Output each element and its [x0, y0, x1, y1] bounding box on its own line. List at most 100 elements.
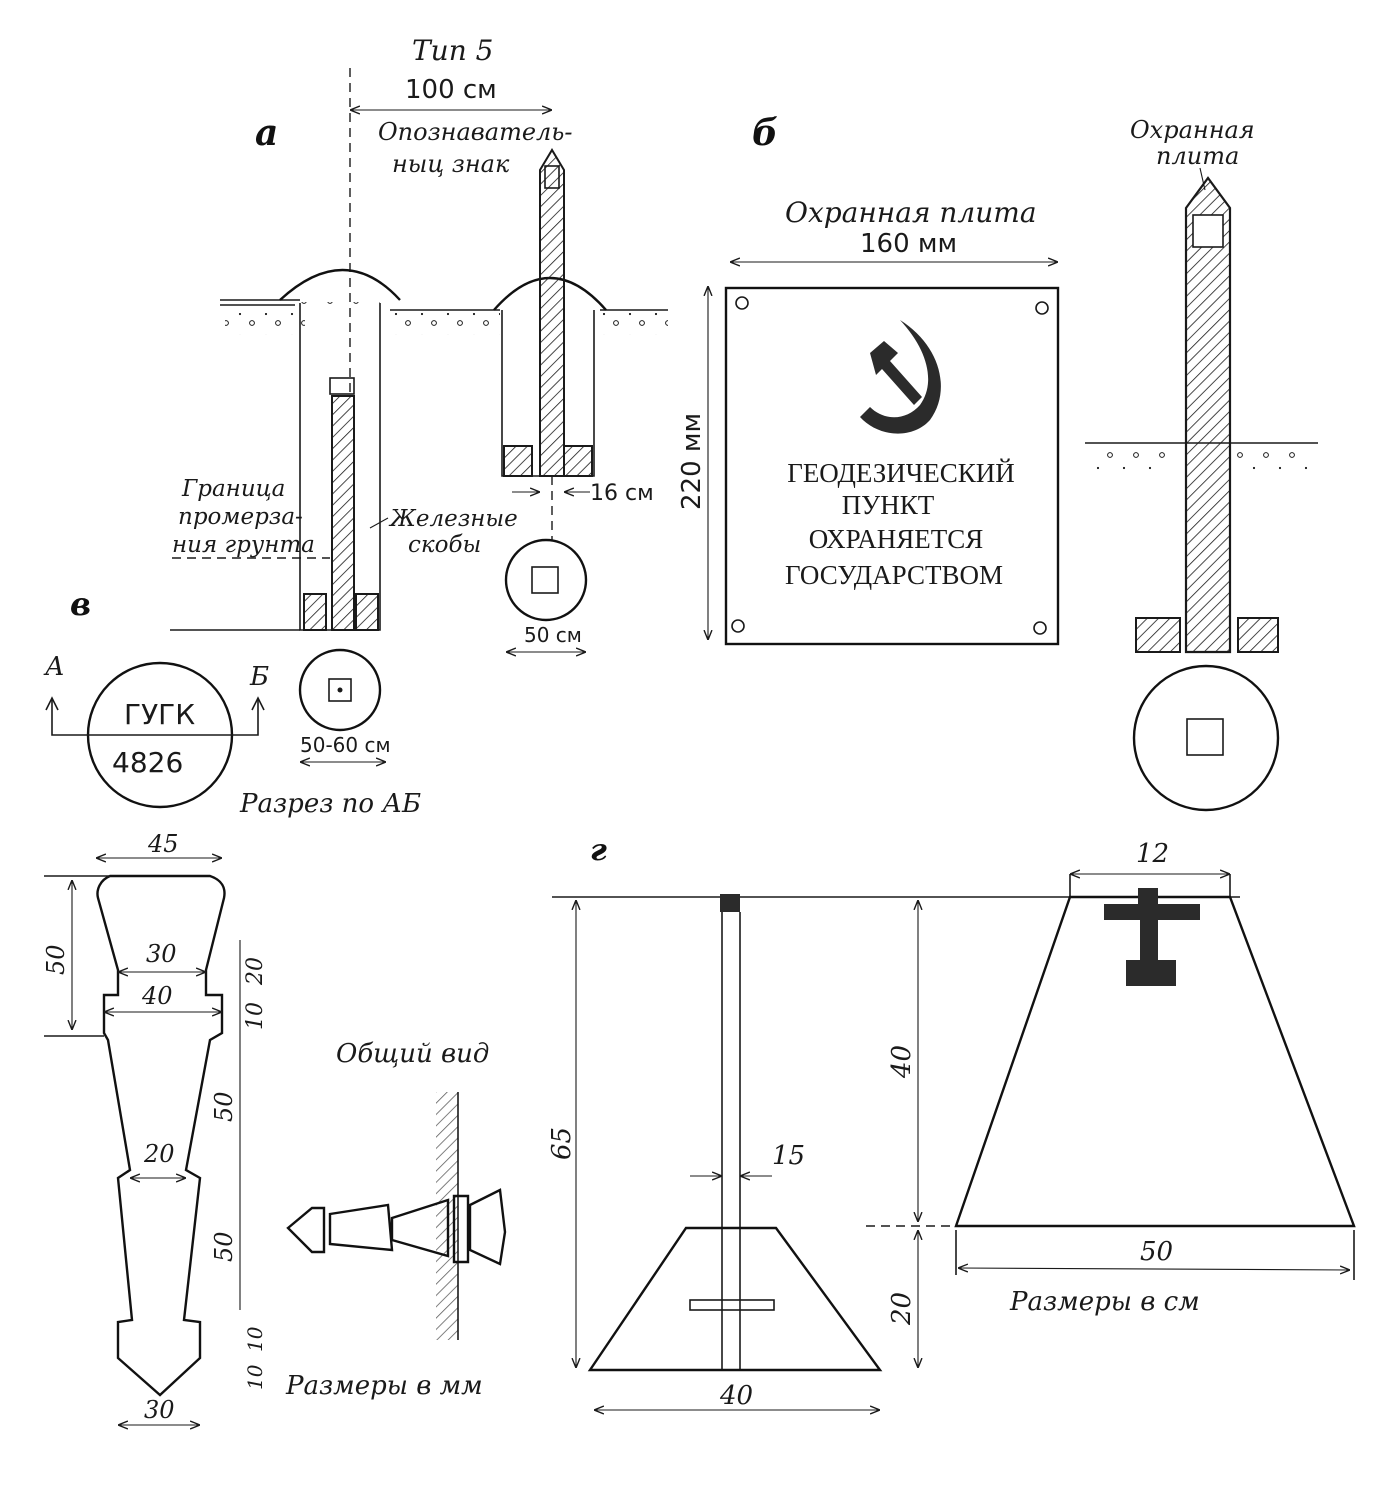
marker-label-line2: ныц знак	[392, 150, 510, 178]
plan-circle-right	[504, 538, 588, 622]
mark-profile	[96, 874, 226, 1397]
plan-circle-left	[298, 648, 382, 732]
plate-text-line1: ГЕОДЕЗИЧЕСКИЙ	[787, 458, 1015, 488]
brackets-leader	[369, 517, 389, 529]
units-caption-mm: Размеры в мм	[285, 1371, 483, 1401]
anchor-plate	[689, 1299, 775, 1311]
frost-label-line2: промерза-	[178, 504, 303, 530]
frost-label-line3: ния грунта	[172, 532, 315, 558]
anchor-right-2	[563, 445, 593, 477]
hammer-and-sickle-icon	[860, 320, 941, 434]
spacing-dimension: 100 см	[405, 75, 497, 105]
dim-40: 40	[141, 982, 173, 1010]
rod-cap	[720, 894, 740, 912]
section-line-ab	[51, 700, 259, 736]
plate-text-line2: ПУНКТ	[842, 490, 935, 520]
plate-title: Охранная плита	[785, 196, 1037, 229]
panel-letter-g: г	[590, 833, 607, 868]
plate-hole-bl	[731, 619, 745, 633]
dim-40-height: 40	[887, 1045, 917, 1079]
post-width-dimension: 16 см	[590, 481, 654, 506]
anchor-right-1	[503, 445, 533, 477]
protection-plate	[724, 286, 1060, 646]
dim-50-low: 50	[210, 1231, 238, 1262]
dim-30: 30	[146, 940, 177, 968]
circle-left-dimension: 50-60 см	[300, 733, 391, 757]
plate-hole-tl	[735, 296, 749, 310]
frost-label-line1: Граница	[181, 476, 285, 502]
section-arrow-b	[251, 696, 265, 711]
concrete-base-side	[587, 1226, 883, 1372]
plate-hole-br	[1033, 621, 1047, 635]
ground-line-a	[220, 299, 668, 311]
section-b: б Охранная плита 160 мм 220 мм ГЕОДЕЗИЧЕ…	[677, 112, 1318, 812]
plate-width-dimension: 160 мм	[860, 229, 957, 259]
section-caption: Разрез по АБ	[239, 789, 421, 819]
panel-letter-b: б	[752, 112, 778, 154]
plan-centre-dot	[337, 687, 343, 693]
soil-b-right	[1232, 448, 1314, 470]
plan-square-right	[531, 566, 559, 594]
pillar-left-cap	[329, 377, 355, 395]
mark-b: Б	[249, 662, 269, 692]
plate-height-dimension: 220 мм	[677, 413, 707, 510]
mound-left-fill	[300, 302, 380, 312]
brackets-label-line2: скобы	[408, 532, 481, 558]
plate-text-line3: ОХРАНЯЕТСЯ	[809, 524, 983, 554]
units-caption-cm: Размеры в см	[1009, 1287, 1200, 1317]
marker-post	[539, 148, 565, 477]
soil-a-mid	[388, 313, 500, 335]
disk-text-bottom: 4826	[112, 746, 183, 779]
dim-10-a: 10	[243, 1002, 268, 1030]
dim-20-mid: 20	[143, 1140, 175, 1168]
plan-square-left	[328, 678, 352, 702]
general-view-mark	[286, 1188, 507, 1266]
anchor-left-2	[355, 593, 379, 631]
dim-10-c: 10	[243, 1364, 267, 1390]
panel-letter-a: а	[255, 112, 278, 154]
side-post	[1184, 176, 1232, 654]
dim-50-top: 50	[42, 944, 70, 975]
dim-45: 45	[147, 830, 179, 858]
type-label: Тип 5	[412, 34, 493, 67]
embedded-anchor	[1104, 888, 1200, 986]
section-v: в А Б ГУГК 4826 Разрез по АБ 45 50 30 40…	[42, 585, 507, 1425]
side-anchor-left	[1135, 617, 1181, 653]
dim-40-base: 40	[719, 1381, 753, 1411]
dim-20-height: 20	[887, 1292, 917, 1326]
soil-b-left	[1092, 448, 1174, 470]
marker-label-line1: Опознаватель-	[378, 118, 572, 146]
general-view: Общий вид	[336, 1039, 489, 1069]
side-anchor-right	[1237, 617, 1279, 653]
pillar-left	[331, 395, 355, 631]
dim-50-base: 50	[1140, 1237, 1173, 1267]
side-post-plate	[1192, 214, 1224, 248]
plate-hole-tr	[1035, 301, 1049, 315]
disk-text-top: ГУГК	[124, 698, 195, 731]
section-arrow-a	[45, 696, 59, 711]
dim-50-base-line	[958, 1268, 1350, 1270]
section-a: а Тип 5 100 см Опознаватель- ныц знак Гр…	[170, 34, 668, 762]
side-plan-circle	[1132, 664, 1280, 812]
panel-letter-v: в	[70, 585, 91, 623]
dim-20-right: 20	[243, 957, 268, 986]
concrete-block-section	[954, 895, 1356, 1228]
plate-text-line4: ГОСУДАРСТВОМ	[785, 560, 1003, 590]
dim-30-bottom: 30	[144, 1396, 175, 1424]
brackets-label-line1: Железные	[388, 506, 518, 532]
mark-a: А	[43, 652, 65, 682]
dim-12: 12	[1136, 839, 1169, 869]
side-plan-square	[1186, 718, 1224, 756]
circle-right-dimension: 50 см	[524, 623, 582, 647]
section-g: г 65 15 40 40 20 12 50 Размеры в см	[547, 833, 1356, 1411]
side-label-line2: плита	[1156, 142, 1239, 170]
anchor-left-1	[303, 593, 327, 631]
dim-50-mid: 50	[210, 1091, 238, 1122]
soil-a-right	[600, 313, 668, 335]
mound-left	[279, 268, 401, 301]
marker-post-plate	[544, 165, 560, 189]
dim-10-b: 10	[243, 1326, 267, 1352]
dim-65: 65	[547, 1127, 577, 1160]
dim-15: 15	[772, 1141, 805, 1171]
